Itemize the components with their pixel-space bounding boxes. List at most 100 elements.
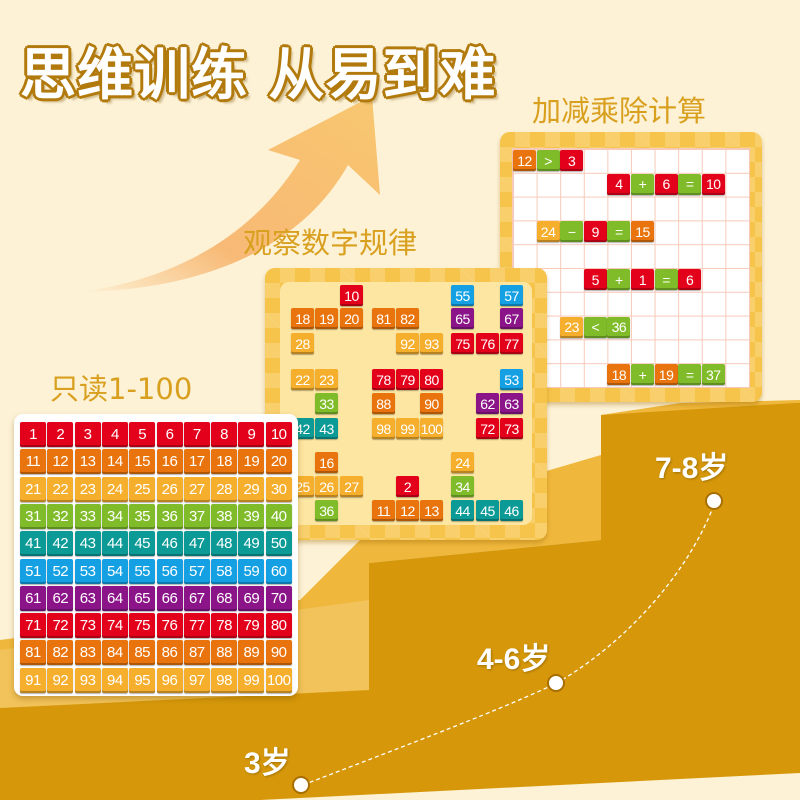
- number-tile[interactable]: 35: [129, 503, 156, 529]
- number-tile[interactable]: 96: [156, 667, 183, 693]
- number-tile[interactable]: 21: [20, 476, 46, 502]
- number-tile[interactable]: 90: [265, 640, 292, 666]
- number-tile[interactable]: 18: [291, 308, 314, 329]
- number-tile[interactable]: 62: [47, 585, 74, 611]
- number-tile[interactable]: +: [607, 269, 631, 290]
- number-tile[interactable]: 49: [238, 531, 265, 557]
- number-tile[interactable]: 98: [372, 418, 395, 439]
- number-tile[interactable]: 64: [101, 585, 128, 611]
- number-tile[interactable]: 16: [315, 452, 338, 473]
- number-tile[interactable]: 76: [156, 613, 183, 639]
- number-tile[interactable]: 80: [420, 369, 443, 390]
- number-tile[interactable]: 8: [211, 422, 238, 447]
- number-tile[interactable]: 57: [500, 285, 523, 306]
- number-tile[interactable]: =: [678, 173, 702, 195]
- number-tile[interactable]: 34: [451, 476, 474, 497]
- number-tile[interactable]: 19: [315, 308, 338, 329]
- number-tile[interactable]: 13: [420, 500, 443, 521]
- number-tile[interactable]: 67: [183, 585, 210, 611]
- number-tile[interactable]: 67: [500, 308, 523, 329]
- number-tile[interactable]: 74: [101, 613, 128, 639]
- number-tile[interactable]: 47: [183, 531, 210, 557]
- number-tile[interactable]: 85: [129, 640, 156, 666]
- number-tile[interactable]: 23: [560, 316, 584, 338]
- number-tile[interactable]: 62: [476, 393, 499, 414]
- number-tile[interactable]: 97: [183, 667, 210, 693]
- number-tile[interactable]: 26: [315, 476, 338, 497]
- number-tile[interactable]: 45: [129, 531, 156, 557]
- number-tile[interactable]: 14: [101, 449, 128, 475]
- number-tile[interactable]: 33: [315, 393, 338, 414]
- number-tile[interactable]: 12: [396, 500, 419, 521]
- number-tile[interactable]: 75: [129, 613, 156, 639]
- number-tile[interactable]: 26: [156, 476, 183, 502]
- number-tile[interactable]: 2: [47, 422, 74, 447]
- number-tile[interactable]: 65: [451, 308, 474, 329]
- number-tile[interactable]: 37: [183, 503, 210, 529]
- number-tile[interactable]: 100: [420, 418, 443, 439]
- number-tile[interactable]: 25: [129, 476, 156, 502]
- number-tile[interactable]: 93: [74, 667, 101, 693]
- number-tile[interactable]: +: [631, 364, 654, 386]
- number-tile[interactable]: 78: [211, 613, 238, 639]
- number-tile[interactable]: 72: [476, 418, 499, 439]
- number-tile[interactable]: 32: [47, 503, 74, 529]
- number-tile[interactable]: 92: [47, 667, 74, 693]
- number-tile[interactable]: 37: [701, 364, 725, 386]
- number-tile[interactable]: 81: [372, 308, 395, 329]
- number-tile[interactable]: 99: [238, 667, 265, 693]
- number-tile[interactable]: 73: [74, 613, 101, 639]
- number-tile[interactable]: 42: [47, 531, 74, 557]
- number-tile[interactable]: 36: [315, 500, 338, 521]
- number-tile[interactable]: 4: [101, 422, 128, 447]
- number-tile[interactable]: 27: [183, 476, 210, 502]
- number-tile[interactable]: 60: [265, 558, 292, 584]
- number-tile[interactable]: 61: [20, 585, 46, 611]
- number-tile[interactable]: 36: [607, 316, 631, 338]
- number-tile[interactable]: 22: [291, 369, 314, 390]
- number-tile[interactable]: −: [560, 221, 584, 243]
- number-tile[interactable]: 6: [654, 173, 678, 195]
- number-tile[interactable]: 46: [156, 531, 183, 557]
- number-tile[interactable]: 1: [20, 422, 46, 447]
- number-tile[interactable]: 24: [451, 452, 474, 473]
- number-tile[interactable]: 10: [701, 173, 725, 195]
- number-tile[interactable]: 82: [47, 640, 74, 666]
- number-tile[interactable]: 29: [238, 476, 265, 502]
- number-tile[interactable]: 44: [451, 500, 474, 521]
- number-tile[interactable]: 75: [451, 333, 474, 354]
- number-tile[interactable]: 48: [211, 531, 238, 557]
- number-tile[interactable]: 16: [156, 449, 183, 475]
- number-tile[interactable]: 28: [211, 476, 238, 502]
- number-tile[interactable]: =: [654, 269, 678, 290]
- number-tile[interactable]: 59: [238, 558, 265, 584]
- number-tile[interactable]: 43: [74, 531, 101, 557]
- number-tile[interactable]: 27: [340, 476, 363, 497]
- number-tile[interactable]: 72: [47, 613, 74, 639]
- number-tile[interactable]: 86: [156, 640, 183, 666]
- number-tile[interactable]: 55: [129, 558, 156, 584]
- number-tile[interactable]: 24: [536, 221, 560, 243]
- number-tile[interactable]: 18: [607, 364, 631, 386]
- number-tile[interactable]: 10: [340, 285, 363, 306]
- number-tile[interactable]: 20: [265, 449, 292, 475]
- number-tile[interactable]: 90: [420, 393, 443, 414]
- number-tile[interactable]: 46: [500, 500, 523, 521]
- number-tile[interactable]: 13: [74, 449, 101, 475]
- number-tile[interactable]: 15: [631, 221, 654, 243]
- number-tile[interactable]: 11: [372, 500, 395, 521]
- number-tile[interactable]: 63: [500, 393, 523, 414]
- number-tile[interactable]: 15: [129, 449, 156, 475]
- number-tile[interactable]: 17: [183, 449, 210, 475]
- number-tile[interactable]: 76: [476, 333, 499, 354]
- number-tile[interactable]: 88: [211, 640, 238, 666]
- number-tile[interactable]: 34: [101, 503, 128, 529]
- number-tile[interactable]: 54: [101, 558, 128, 584]
- number-tile[interactable]: 39: [238, 503, 265, 529]
- number-tile[interactable]: 12: [513, 150, 536, 171]
- number-tile[interactable]: 4: [607, 173, 631, 195]
- number-tile[interactable]: 19: [654, 364, 678, 386]
- number-tile[interactable]: =: [607, 221, 631, 243]
- number-tile[interactable]: 95: [129, 667, 156, 693]
- number-tile[interactable]: 23: [315, 369, 338, 390]
